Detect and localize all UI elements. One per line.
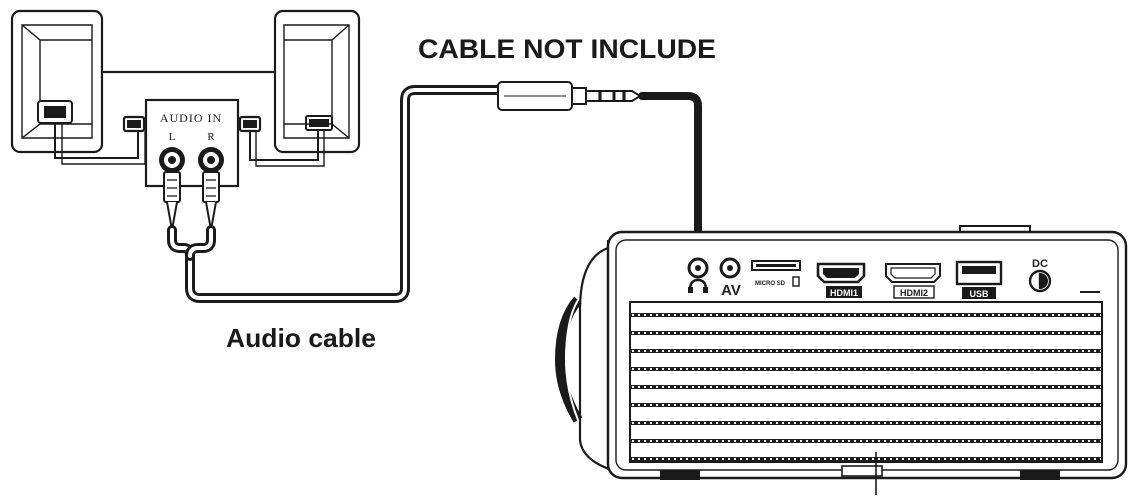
- usb-port: USB: [955, 260, 1003, 299]
- left-channel-label: L: [169, 131, 176, 143]
- rca-plugs: [163, 171, 220, 231]
- foot-right: [1020, 470, 1060, 480]
- dc-label: DC: [1032, 258, 1048, 270]
- audio-in-label: AUDIO IN: [160, 111, 222, 125]
- av-port-label: AV: [721, 282, 741, 299]
- speaker-set: [10, 9, 361, 167]
- av-port: AV: [719, 257, 741, 299]
- headphone-port: [687, 257, 709, 293]
- right-channel-label: R: [207, 131, 215, 143]
- projector-lens-side: [554, 240, 613, 472]
- hdmi2-label: HDMI2: [900, 288, 928, 298]
- cable-not-include-label: CABLE NOT INCLUDE: [418, 34, 716, 64]
- dc-port: DC: [1028, 258, 1052, 293]
- hdmi1-label: HDMI1: [830, 288, 858, 298]
- left-speaker: [10, 9, 104, 154]
- audio-cable: [167, 85, 505, 303]
- hdmi1-port: HDMI1: [816, 262, 866, 298]
- projector: AV MICRO SD HDMI1 HDMI2: [554, 225, 1128, 495]
- audio-plug: [497, 81, 642, 111]
- usb-label: USB: [969, 289, 989, 299]
- projector-ports: AV MICRO SD HDMI1 HDMI2: [687, 257, 1052, 299]
- foot-left: [660, 470, 700, 480]
- audio-cable-label: Audio cable: [226, 323, 376, 353]
- audio-in-panel: AUDIO IN L R: [144, 98, 240, 188]
- hdmi2-port: HDMI2: [885, 263, 941, 299]
- cable-to-projector: [638, 92, 708, 252]
- right-rca-jack: [198, 147, 224, 173]
- card-slot-label: MICRO SD: [755, 281, 786, 287]
- card-slot: MICRO SD: [751, 260, 801, 287]
- projector-vent-grille: [629, 301, 1103, 463]
- left-rca-jack: [159, 147, 185, 173]
